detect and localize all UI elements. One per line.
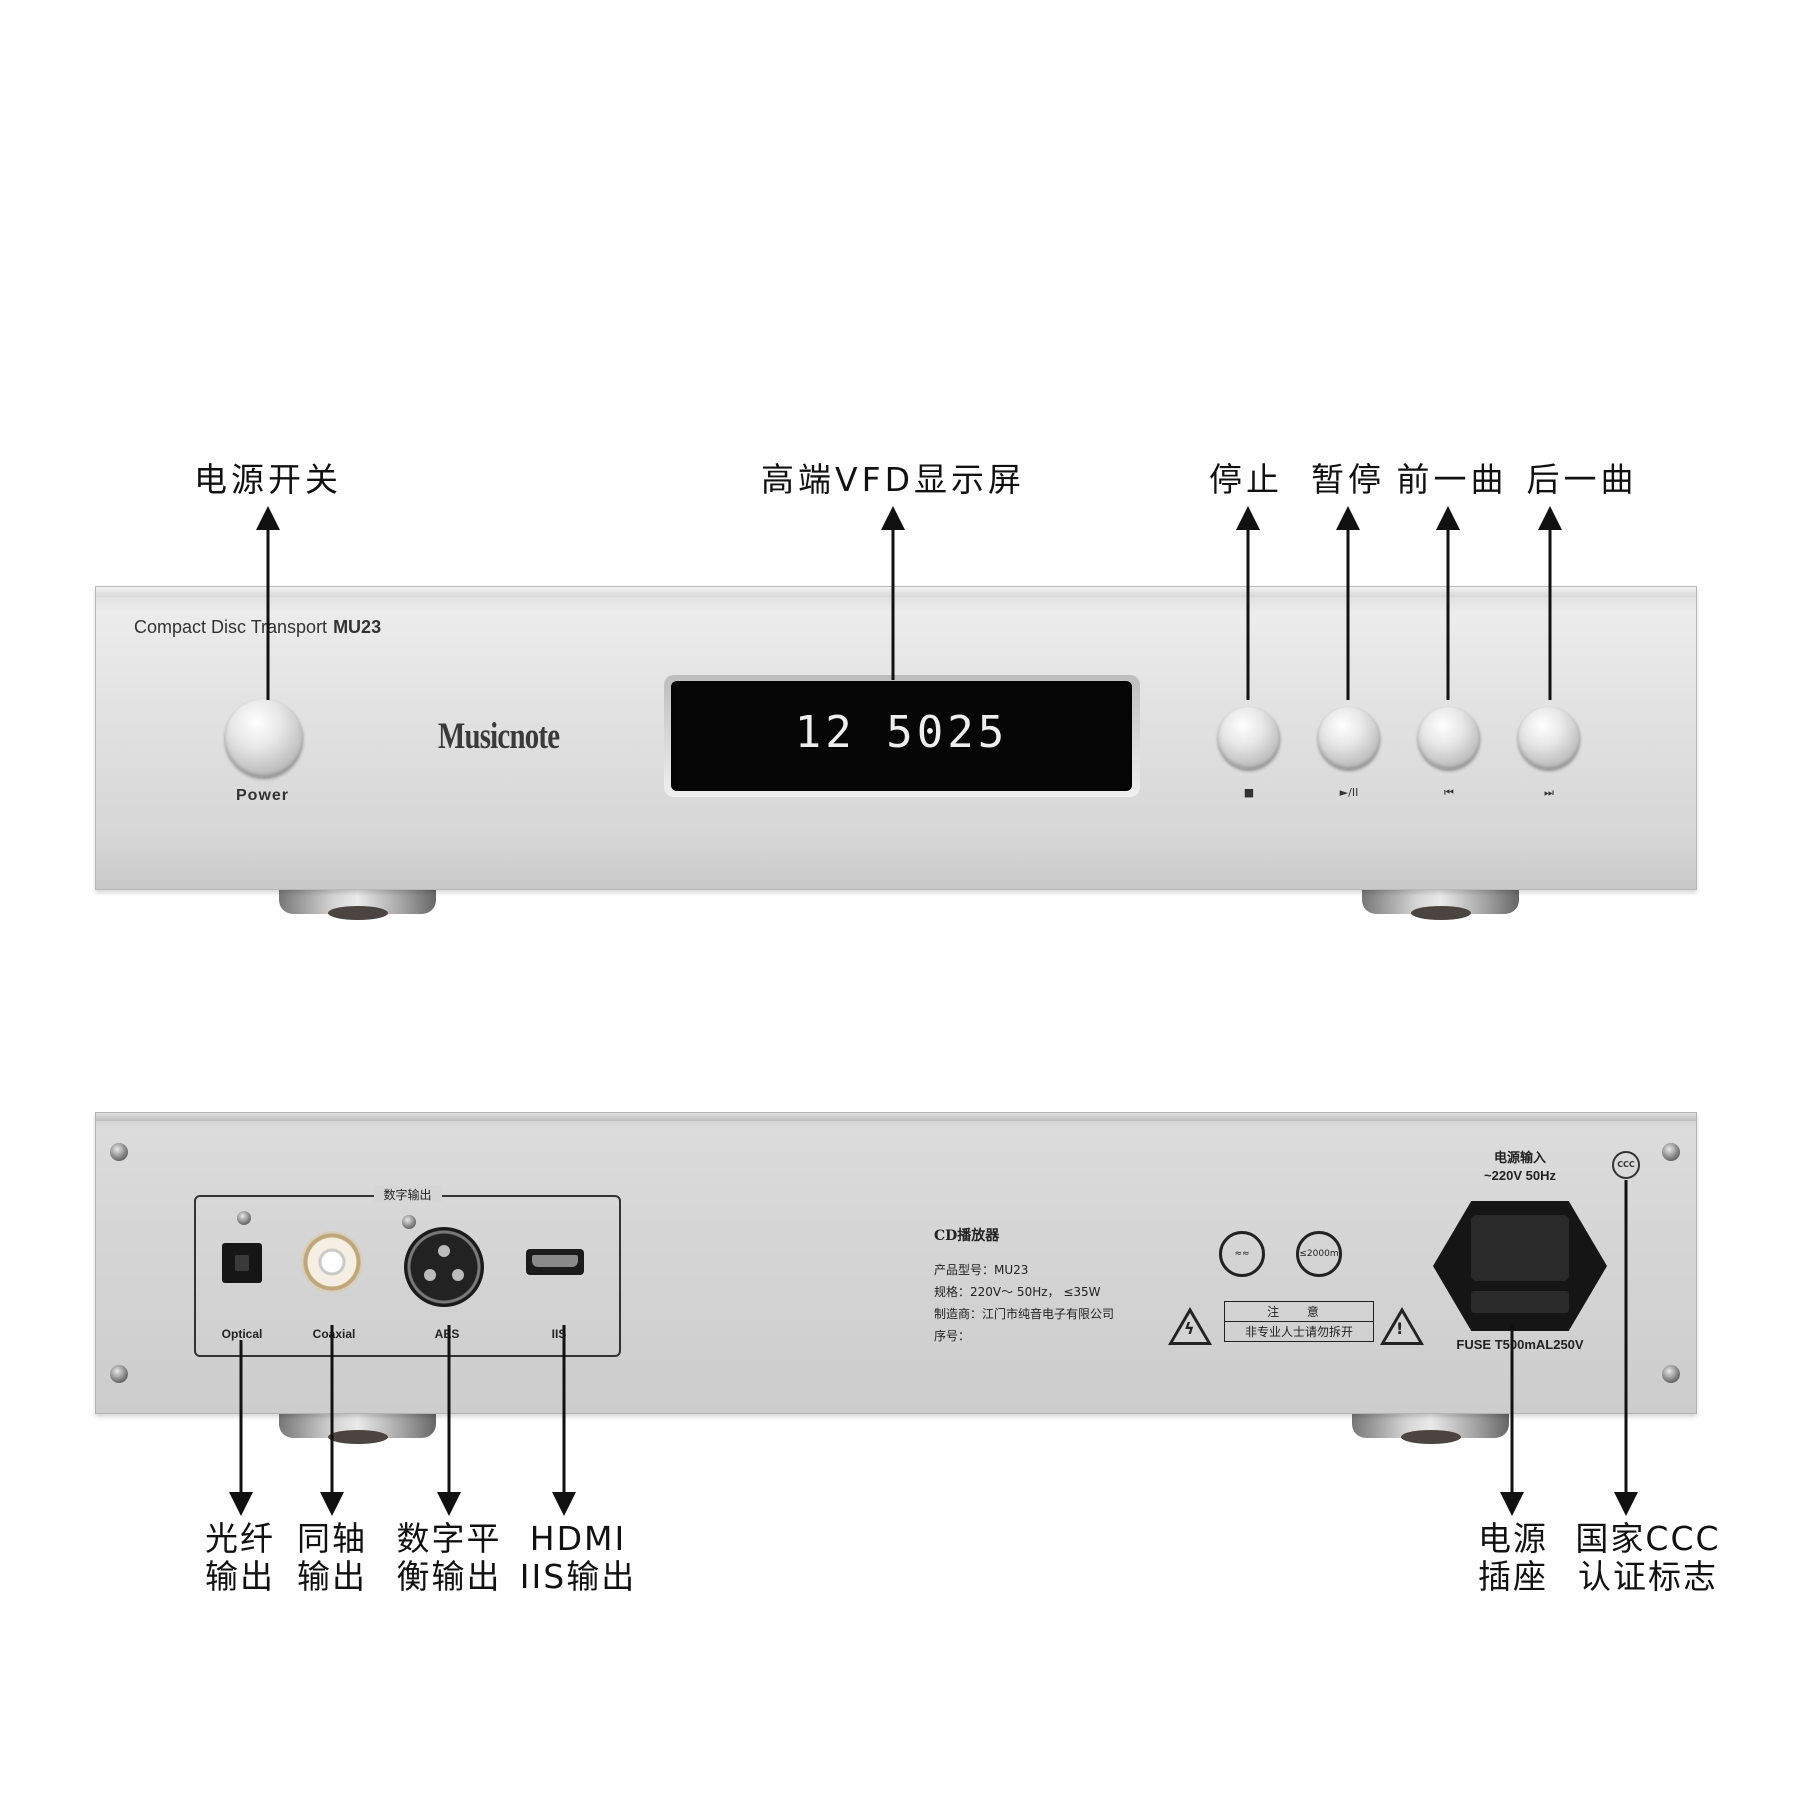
- screw: [110, 1365, 128, 1383]
- aes-label: AES: [434, 1327, 460, 1341]
- spec-rating: 规格：220V～ 50Hz， ≤35W: [934, 1285, 1101, 1299]
- warning-notice: 注 意 非专业人士请勿拆开: [1224, 1301, 1374, 1342]
- callout-ccc-line2: 认证标志: [1577, 1556, 1718, 1596]
- callout-hdmi-line1: HDMI: [529, 1519, 627, 1558]
- previous-icon: ⏮: [1444, 786, 1454, 799]
- callout-coaxial: 同轴 输出: [297, 1520, 367, 1596]
- callout-power-switch: 电源开关: [194, 460, 342, 499]
- callout-next: 后一曲: [1526, 460, 1638, 499]
- callout-power-socket-line2: 插座: [1478, 1556, 1548, 1596]
- fuse-holder[interactable]: [1471, 1291, 1569, 1313]
- power-input-label: 电源输入 ~220V 50Hz: [1484, 1149, 1556, 1184]
- screw: [1662, 1143, 1680, 1161]
- display-readout: 12 5025: [794, 707, 1009, 758]
- rear-foot-left: [279, 1412, 436, 1444]
- front-foot-right: [1362, 888, 1519, 920]
- coaxial-port[interactable]: [301, 1231, 363, 1293]
- stop-button[interactable]: [1218, 707, 1280, 769]
- optical-port[interactable]: [222, 1243, 262, 1283]
- brand-logo: Musicnote: [438, 716, 560, 757]
- aes-xlr-port[interactable]: [404, 1227, 484, 1307]
- callout-ccc-line1: 国家CCC: [1575, 1519, 1721, 1558]
- callout-previous: 前一曲: [1396, 460, 1508, 499]
- notice-text: 非专业人士请勿拆开: [1244, 1325, 1353, 1339]
- digital-output-group: 数字输出: [194, 1186, 621, 1357]
- iis-label: IIS: [551, 1327, 567, 1341]
- callout-pause: 暂停: [1311, 460, 1385, 499]
- callout-ccc: 国家CCC 认证标志: [1575, 1520, 1720, 1596]
- callout-aes-line2: 衡输出: [396, 1556, 502, 1596]
- callout-optical-line2: 输出: [205, 1556, 275, 1596]
- next-track-button[interactable]: [1518, 707, 1580, 769]
- play-pause-icon: ►/II: [1339, 786, 1359, 799]
- spec-title: CD播放器: [934, 1228, 1000, 1244]
- callout-vfd-display: 高端VFD显示屏: [761, 460, 1025, 499]
- stop-icon: ■: [1243, 786, 1255, 799]
- spec-serial: 序号：: [934, 1329, 971, 1343]
- digital-output-title: 数字输出: [373, 1186, 442, 1203]
- callout-aes: 数字平 衡输出: [397, 1520, 502, 1596]
- coaxial-label: Coaxial: [312, 1327, 356, 1341]
- vfd-display: 12 5025: [671, 681, 1132, 791]
- previous-track-button[interactable]: [1418, 707, 1480, 769]
- screw: [237, 1211, 251, 1225]
- notice-title: 注 意: [1225, 1302, 1373, 1322]
- caution-warning-icon: !: [1380, 1307, 1424, 1345]
- iec-inlet[interactable]: [1471, 1215, 1569, 1281]
- callout-hdmi: HDMI IIS输出: [520, 1520, 636, 1596]
- rear-foot-right: [1352, 1412, 1509, 1444]
- lightning-warning-icon: ϟ: [1168, 1307, 1212, 1345]
- optical-label: Optical: [221, 1327, 263, 1341]
- spec-maker: 制造商：江门市纯音电子有限公司: [934, 1307, 1115, 1321]
- altitude-symbol-icon: ≤2000m: [1296, 1231, 1342, 1277]
- callout-power-socket-line1: 电源: [1478, 1519, 1548, 1558]
- climate-symbol-icon: ≈≈: [1219, 1231, 1265, 1277]
- callout-optical-line1: 光纤: [205, 1519, 275, 1558]
- power-input-title: 电源输入: [1493, 1150, 1547, 1165]
- fuse-label: FUSE T500mAL250V: [1456, 1337, 1584, 1352]
- model-prefix: Compact Disc Transport: [134, 617, 328, 637]
- power-input-rating: ~220V 50Hz: [1484, 1167, 1556, 1183]
- model-name: MU23: [333, 617, 382, 637]
- hdmi-iis-port[interactable]: [526, 1249, 584, 1275]
- callout-hdmi-line2: IIS输出: [519, 1556, 637, 1596]
- ccc-mark-icon: CCC: [1612, 1151, 1640, 1179]
- screw: [1662, 1365, 1680, 1383]
- spec-model: 产品型号：MU23: [934, 1263, 1029, 1277]
- callout-coaxial-line1: 同轴: [297, 1519, 367, 1558]
- screw: [110, 1143, 128, 1161]
- callout-stop: 停止: [1209, 460, 1283, 499]
- callout-power-socket: 电源 插座: [1478, 1520, 1548, 1596]
- play-pause-button[interactable]: [1318, 707, 1380, 769]
- callout-coaxial-line2: 输出: [297, 1556, 367, 1596]
- screw: [402, 1215, 416, 1229]
- next-icon: ⏭: [1544, 786, 1554, 799]
- callout-optical: 光纤 输出: [205, 1520, 275, 1596]
- callout-aes-line1: 数字平: [396, 1519, 502, 1558]
- power-label: Power: [236, 787, 290, 804]
- front-foot-left: [279, 888, 436, 920]
- power-button[interactable]: [225, 699, 303, 777]
- rear-panel: 数字输出 Optical Coaxial AES IIS CD播放器 产品型号：…: [95, 1112, 1697, 1414]
